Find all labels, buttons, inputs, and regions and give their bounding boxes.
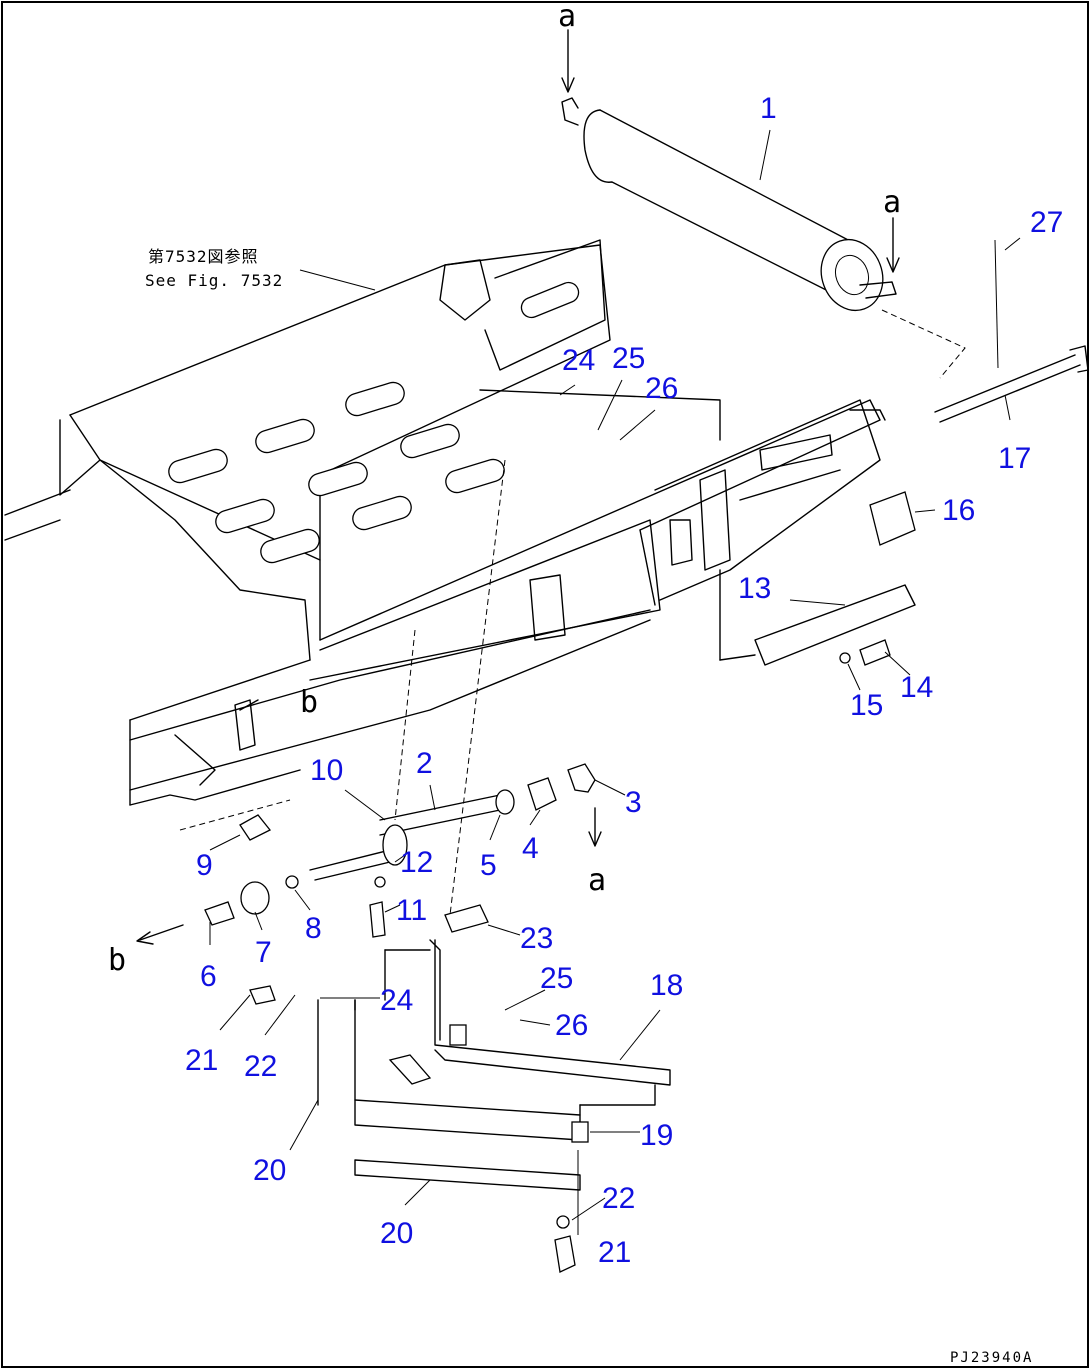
callout-13: 13 [738, 572, 771, 605]
bolt-17 [934, 345, 1089, 423]
callout-1: 1 [760, 92, 777, 125]
callout-21-bottom: 21 [598, 1236, 631, 1269]
callout-21-left: 21 [185, 1044, 218, 1077]
part-7 [240, 881, 270, 915]
callouts: 1 27 24 25 26 17 16 13 14 15 10 2 3 4 5 … [185, 92, 1063, 1269]
callout-17: 17 [998, 442, 1031, 475]
callout-26-bottom: 26 [555, 1009, 588, 1042]
callout-24-top: 24 [562, 344, 595, 377]
shaft [309, 794, 501, 881]
callout-14: 14 [900, 671, 933, 704]
mark-a-fitting: a [588, 863, 606, 898]
callout-8: 8 [305, 912, 322, 945]
mark-b-frame: b [300, 685, 318, 720]
callout-10: 10 [310, 754, 343, 787]
callout-12: 12 [400, 846, 433, 879]
tank [561, 97, 897, 312]
part-4 [527, 777, 557, 811]
callout-11: 11 [396, 894, 427, 927]
block-16 [869, 491, 916, 546]
bolt-14 [859, 639, 891, 666]
part-8 [285, 875, 299, 889]
plate-13 [719, 569, 916, 666]
callout-20-left: 20 [253, 1154, 286, 1187]
part-5 [495, 789, 515, 815]
plate-19 [354, 999, 656, 1143]
leader-lines [209, 129, 1021, 1221]
part-6 [204, 901, 235, 926]
callout-25-top: 25 [612, 342, 645, 375]
mark-a-top: a [558, 0, 576, 34]
strip-20 [317, 999, 581, 1191]
callout-5: 5 [480, 849, 497, 882]
callout-9: 9 [196, 849, 213, 882]
bolt-11 [369, 901, 386, 938]
callout-25-bottom: 25 [540, 962, 573, 995]
bolt-21-left [249, 985, 276, 1005]
washer-15 [839, 652, 851, 664]
callout-6: 6 [200, 960, 217, 993]
callout-2: 2 [416, 747, 433, 780]
callout-16: 16 [942, 494, 975, 527]
reference-line-jp: 第7532図参照 [148, 247, 259, 266]
callout-4: 4 [522, 832, 539, 865]
bracket-18 [384, 939, 671, 1086]
callout-27: 27 [1030, 206, 1063, 239]
step-platform [59, 239, 611, 661]
callout-26-top: 26 [645, 372, 678, 405]
mark-a-tank: a [883, 185, 901, 220]
callout-22-left: 22 [244, 1050, 277, 1083]
drawing-code: PJ23940A [950, 1350, 1033, 1366]
part-9 [239, 814, 272, 841]
mark-b-arrow: b [108, 943, 126, 978]
part-3 [567, 763, 596, 793]
callout-3: 3 [625, 786, 642, 819]
clamp-23 [444, 904, 489, 933]
callout-15: 15 [850, 689, 883, 722]
callout-19: 19 [640, 1119, 673, 1152]
bolt-21-bottom [554, 1235, 576, 1273]
callout-7: 7 [255, 936, 272, 969]
callout-24-bottom: 24 [380, 984, 413, 1017]
callout-18: 18 [650, 969, 683, 1002]
callout-23: 23 [520, 922, 553, 955]
callout-20-bottom: 20 [380, 1217, 413, 1250]
reference-line-en: See Fig. 7532 [145, 271, 283, 290]
main-frame [4, 389, 886, 806]
callout-22-bottom: 22 [602, 1182, 635, 1215]
